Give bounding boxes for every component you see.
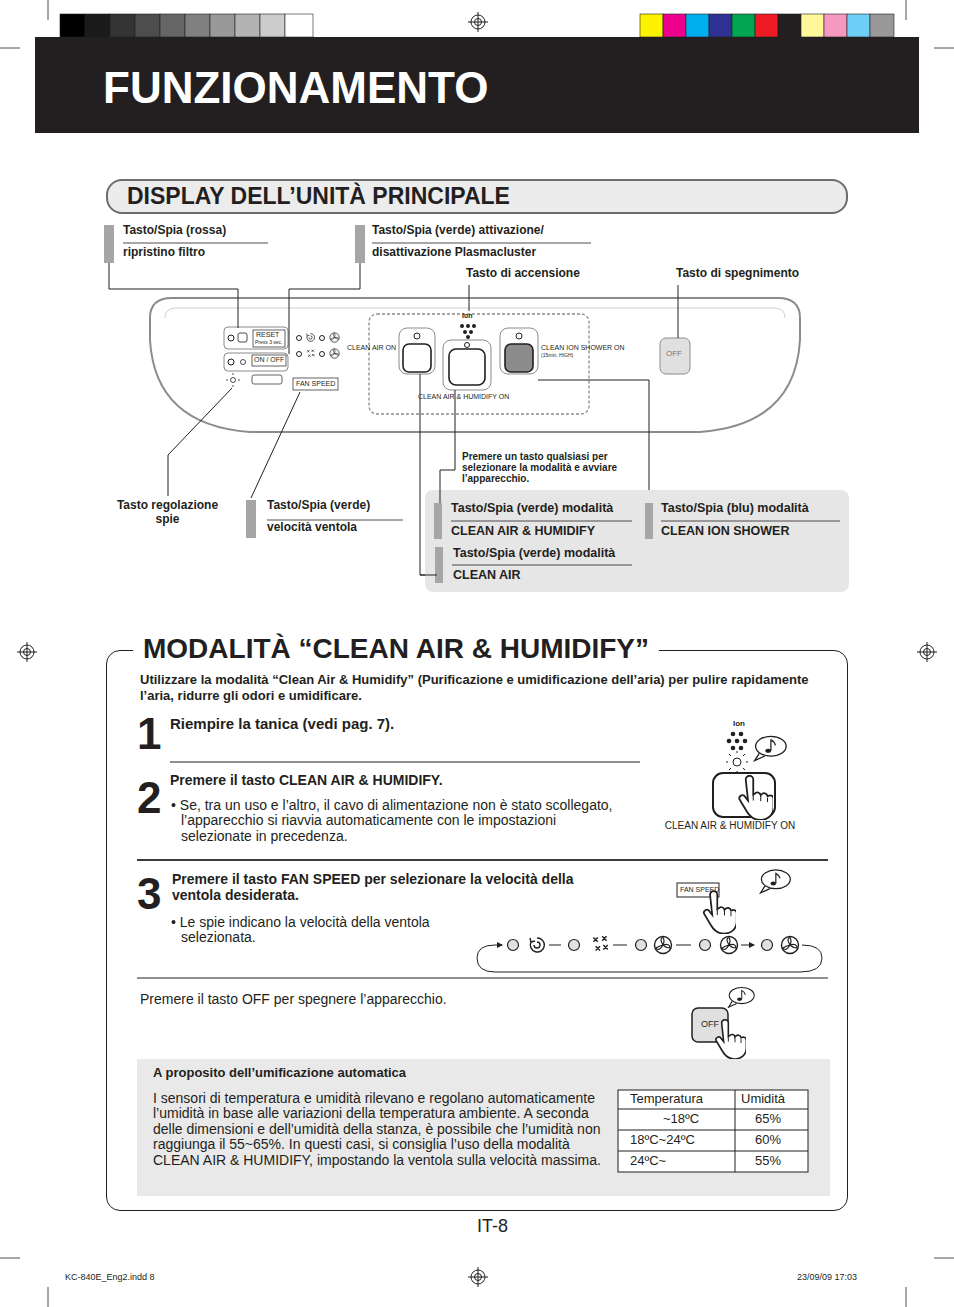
callout-label: Tasto regolazione spie xyxy=(105,498,230,527)
mode-name: CLEAN AIR xyxy=(453,568,521,582)
step-number: 3 xyxy=(137,872,161,916)
page-title: FUNZIONAMENTO xyxy=(103,62,488,115)
section-heading: MODALITÀ “CLEAN AIR & HUMIDIFY” xyxy=(133,632,659,666)
step-text: Premere il tasto FAN SPEED per seleziona… xyxy=(172,871,622,903)
panel-text: Ion xyxy=(462,312,473,320)
panel-text: CLEAN AIR & HUMIDIFY ON xyxy=(418,393,509,401)
step-text: Premere il tasto OFF per spegnere l’appa… xyxy=(140,991,447,1007)
note-heading: A proposito dell’umificazione automatica xyxy=(153,1066,406,1081)
callout-label: disattivazione Plasmacluster xyxy=(372,246,536,260)
intro-text: Utilizzare la modalità “Clean Air & Humi… xyxy=(140,672,840,703)
bullet-text: • Le spie indicano la velocità della ven… xyxy=(171,915,471,946)
table-cell: Temperatura xyxy=(630,1092,703,1107)
callout-label: Tasto di accensione xyxy=(466,267,580,281)
table-cell: ~18ºC xyxy=(663,1112,699,1127)
print-slug: KC-840E_Eng2.indd 8 xyxy=(65,1272,155,1282)
table-cell: 18ºC~24ºC xyxy=(630,1133,695,1148)
button-text: Press 3 sec. xyxy=(255,340,283,346)
mode-name: CLEAN ION SHOWER xyxy=(661,524,789,538)
table-cell: Umidità xyxy=(741,1092,785,1107)
panel-text: (15min. HIGH) xyxy=(541,353,573,359)
callout-label: ripristino filtro xyxy=(123,246,205,260)
mode-label: Tasto/Spia (blu) modalità xyxy=(661,501,809,515)
step-text: Premere il tasto CLEAN AIR & HUMIDIFY. xyxy=(170,772,443,788)
step-number: 2 xyxy=(137,776,161,820)
table-cell: 65% xyxy=(755,1112,781,1127)
table-cell: 24ºC~ xyxy=(630,1154,666,1169)
mode-label: Tasto/Spia (verde) modalità xyxy=(453,546,615,560)
callout-label: Tasto di spegnimento xyxy=(676,267,799,281)
button-caption: CLEAN AIR & HUMIDIFY ON xyxy=(660,820,800,832)
button-text: FAN SPEED xyxy=(296,380,335,388)
callout-label: Tasto/Spia (rossa) xyxy=(123,224,226,238)
callout-panel: Tasto/Spia (verde) modalitàCLEAN AIR & H… xyxy=(425,490,849,592)
callout-label: velocità ventola xyxy=(267,521,357,535)
bullet-text: • Se, tra un uso e l’altro, il cavo di a… xyxy=(171,798,621,844)
panel-text: CLEAN ION SHOWER ON xyxy=(541,344,625,352)
step-number: 1 xyxy=(137,712,161,756)
print-slug: 23/09/09 17:03 xyxy=(797,1272,857,1282)
note-box: A proposito dell’umificazione automatica… xyxy=(138,1060,831,1197)
page-number: IT-8 xyxy=(477,1216,508,1237)
band-heading: DISPLAY DELL’UNITÀ PRINCIPALE xyxy=(127,184,510,209)
button-text: OFF xyxy=(666,349,682,358)
callout-label: Tasto/Spia (verde) attivazione/ xyxy=(372,224,544,238)
button-text: RESET xyxy=(256,331,279,339)
button-text: OFF xyxy=(701,1019,719,1029)
callout-label: Tasto/Spia (verde) xyxy=(267,499,370,513)
note-text: Premere un tasto qualsiasi per seleziona… xyxy=(462,451,637,484)
mode-name: CLEAN AIR & HUMIDIFY xyxy=(451,524,595,538)
section-band: DISPLAY DELL’UNITÀ PRINCIPALE xyxy=(106,179,848,214)
button-text: FAN SPEED xyxy=(680,886,719,894)
panel-text: CLEAN AIR ON xyxy=(347,344,396,352)
note-body: I sensori di temperatura e umidità rilev… xyxy=(153,1091,608,1168)
icon-text: Ion xyxy=(733,719,745,728)
table-cell: 55% xyxy=(755,1154,781,1169)
table-cell: 60% xyxy=(755,1133,781,1148)
mode-label: Tasto/Spia (verde) modalità xyxy=(451,501,613,515)
button-text: ON / OFF xyxy=(254,356,284,364)
step-text: Riempire la tanica (vedi pag. 7). xyxy=(170,715,394,732)
